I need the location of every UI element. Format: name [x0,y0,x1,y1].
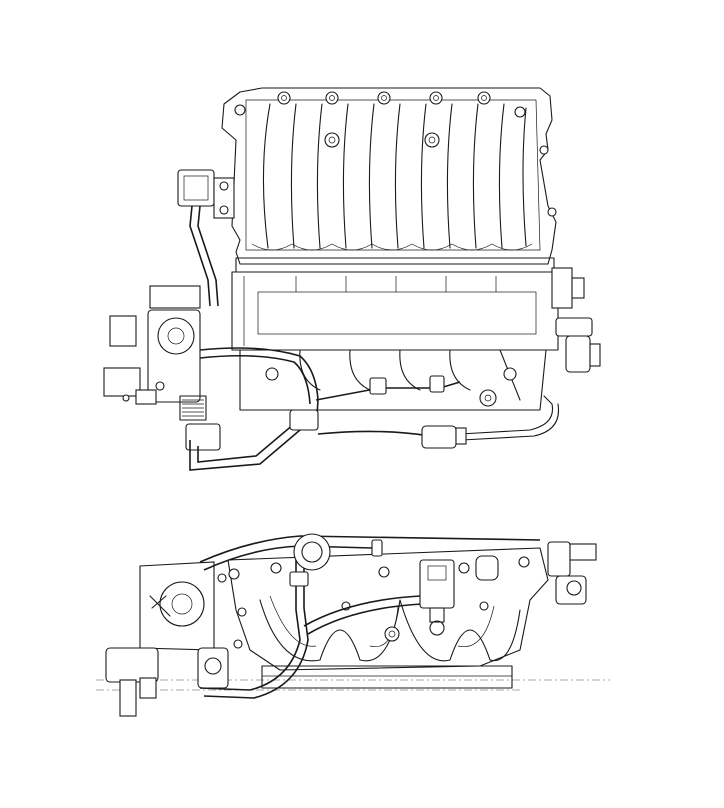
side-right-sensor [547,541,597,605]
bolt-icon [384,626,400,642]
bolt-icon [479,389,497,407]
bolt-icon [277,91,291,105]
sensor-icon [293,533,331,571]
bolt-icon [228,568,240,580]
vacuum-hoses [189,347,560,471]
bolt-icon [503,367,517,381]
connector-icon [369,377,387,395]
bolt-icon [265,367,279,381]
bolt-icon [219,205,229,215]
connector-icon [289,571,309,587]
side-runners [227,547,549,689]
connector-icon [371,539,383,557]
bolt-icon [458,562,470,574]
bolt-icon [429,91,443,105]
side-view [96,533,610,717]
bolt-icon [155,381,165,391]
bolt-icon [233,639,243,649]
sensor-icon [555,317,601,373]
side-throttle-body [105,561,243,717]
side-solenoid [419,555,499,636]
right-sensor-cluster [551,267,601,373]
bolt-icon [377,91,391,105]
bolt-icon [539,145,549,155]
bolt-icon [547,207,557,217]
connector-icon [429,375,445,393]
throttle-body [103,285,221,451]
bolt-icon [324,132,340,148]
connector-icon [551,267,585,309]
bolt-icon [479,601,489,611]
plenum-flange [221,87,557,265]
bolt-icon [378,566,390,578]
bolt-icon [424,132,440,148]
lower-manifold [231,257,559,411]
bolt-icon [237,607,247,617]
bolt-icon [234,104,246,116]
sensor-icon [421,425,467,449]
upper-valve [177,169,235,307]
plenum-bolts [234,91,557,217]
bolt-icon [217,573,227,583]
bolt-icon [477,91,491,105]
bolt-icon [122,394,130,402]
bolt-icon [270,562,282,574]
side-hoses [199,533,541,699]
bolt-icon [325,91,339,105]
bolt-icon [514,106,526,118]
top-view [103,87,601,471]
connector-icon [289,409,319,431]
plenum-runners [251,103,533,251]
bolt-icon [219,181,229,191]
bolt-icon [518,556,530,568]
